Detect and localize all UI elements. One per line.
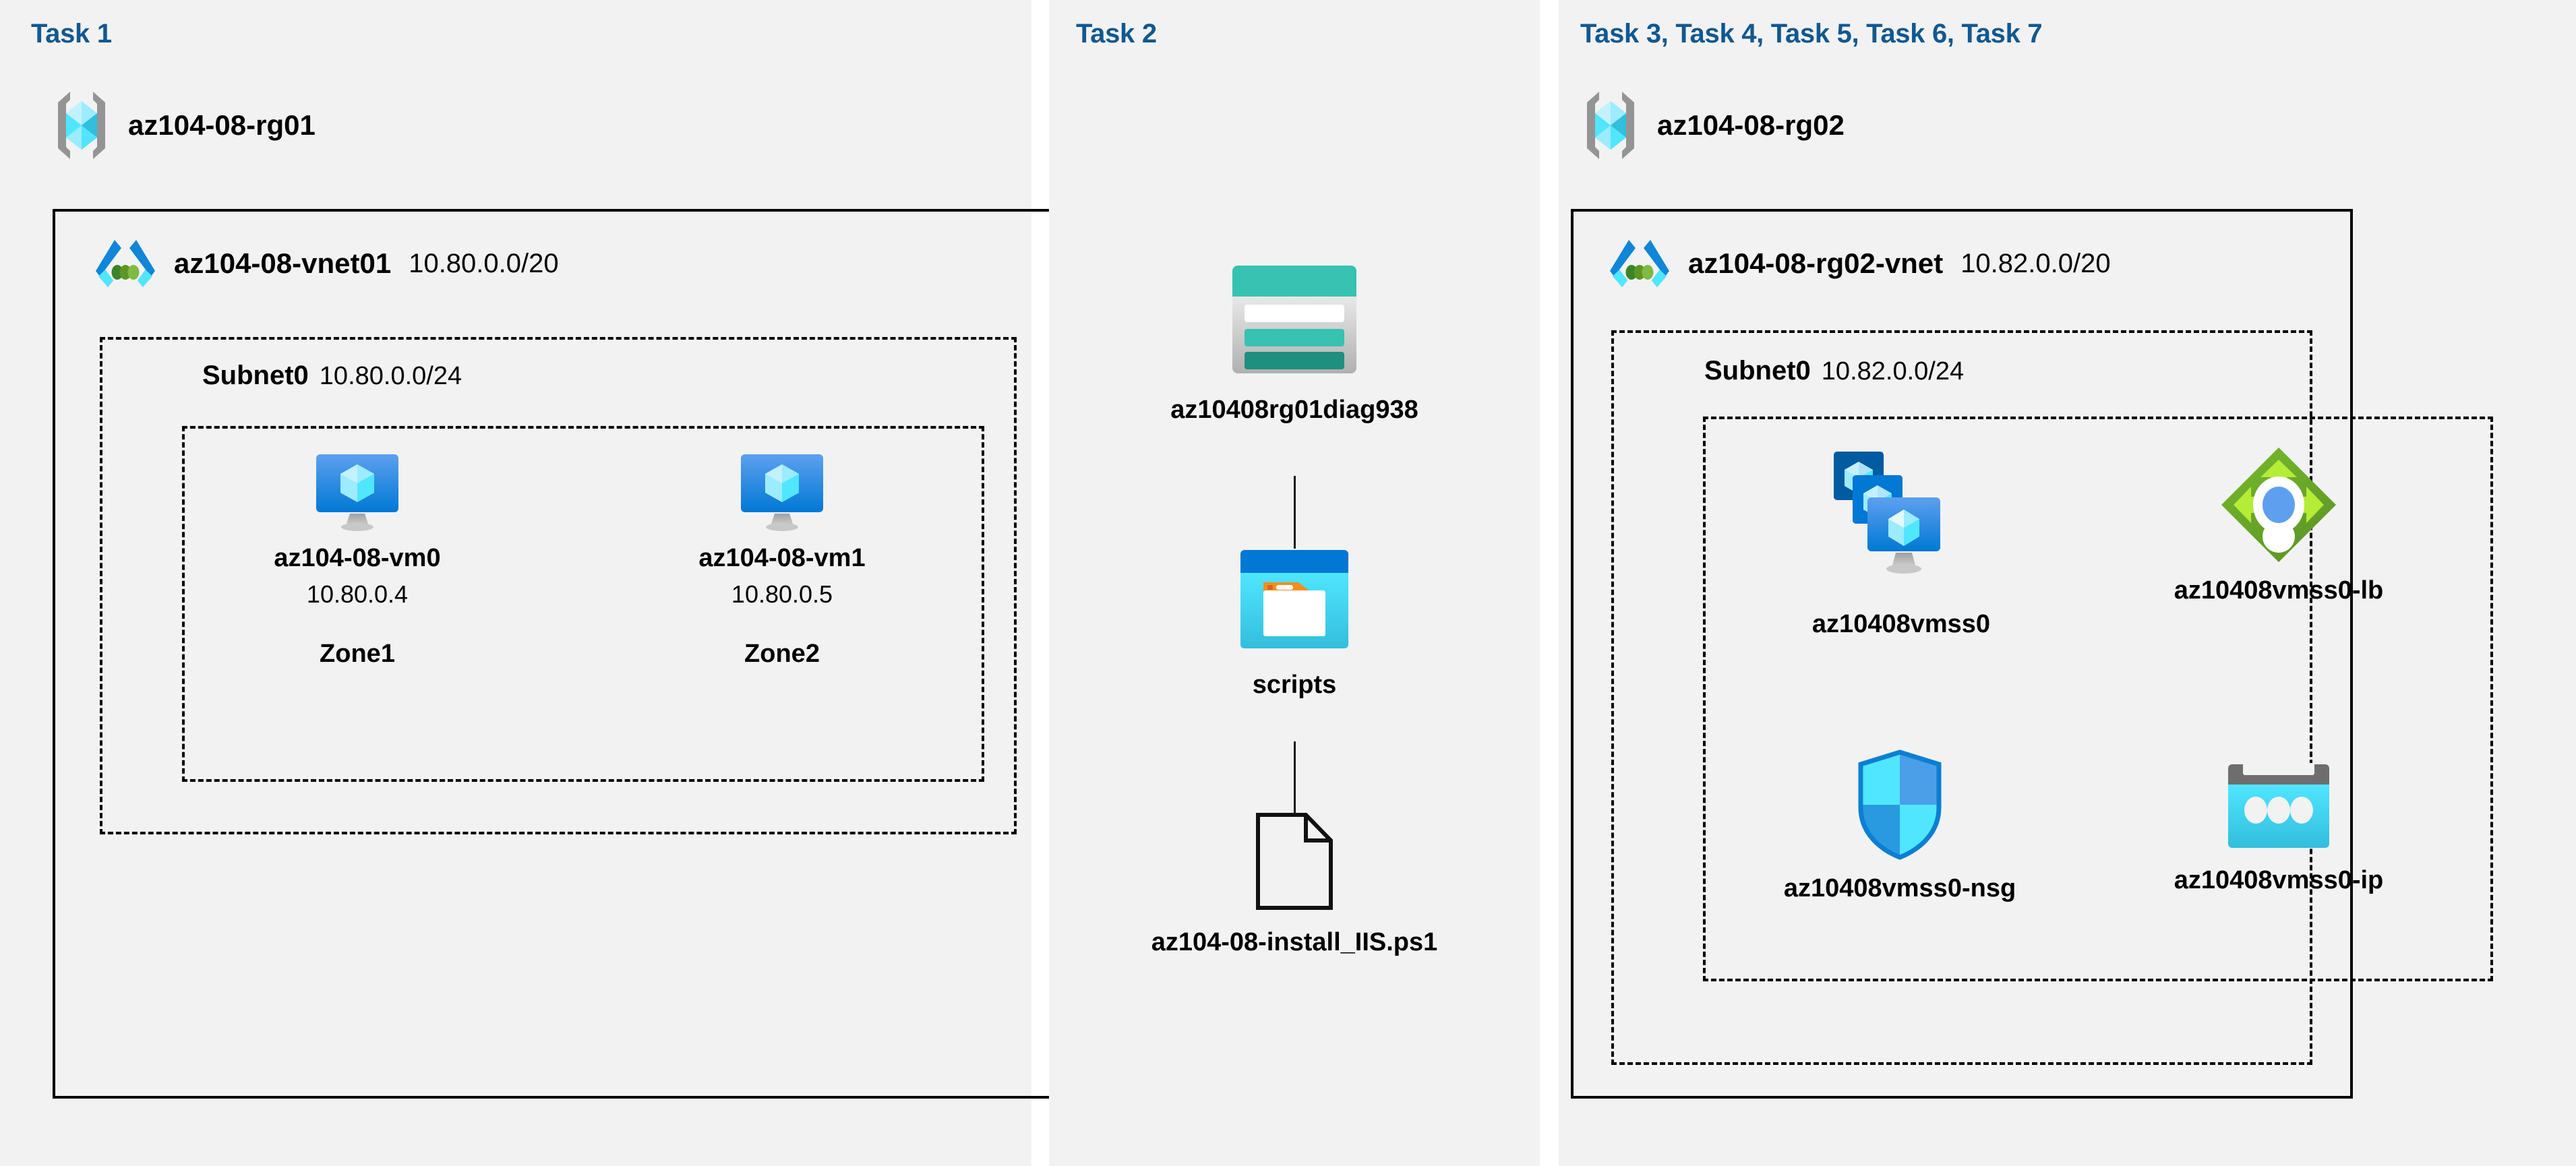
task3-resource-group-name: az104-08-rg02	[1657, 109, 1845, 141]
virtual-network-icon	[94, 237, 156, 290]
resource-group-icon	[1582, 89, 1640, 162]
task1-title: Task 1	[31, 19, 112, 49]
task3-nsg-name: az10408vmss0-nsg	[1783, 874, 2016, 902]
task3-vnet-name: az104-08-rg02-vnet	[1688, 247, 1944, 279]
connector-scripts-to-file	[1294, 741, 1296, 814]
task1-vm-group-box	[182, 426, 984, 782]
task3-resource-group: az104-08-rg02	[1582, 89, 1845, 162]
panel-task3-right	[2233, 0, 2576, 1166]
task1-vnet-name: az104-08-vnet01	[174, 247, 392, 279]
task1-subnet-cidr: 10.80.0.0/24	[319, 362, 462, 390]
task3-subnet-box	[1611, 330, 2312, 1065]
task3-subnet-header: Subnet0 10.82.0.0/24	[1704, 356, 1964, 386]
task3-vnet-header: az104-08-rg02-vnet 10.82.0.0/20	[1609, 237, 2111, 290]
panel-task1	[0, 0, 1031, 1166]
task1-vm0-name: az104-08-vm0	[274, 544, 441, 572]
virtual-network-icon	[1609, 237, 1671, 290]
task2-scripts-name: scripts	[1252, 671, 1337, 699]
panel-task3	[1559, 0, 2233, 1166]
task3-subnet-name: Subnet0	[1704, 356, 1811, 386]
task1-vm1-zone: Zone2	[744, 639, 820, 668]
load-balancer-icon	[2219, 445, 2339, 565]
node-az104-08-vm0[interactable]: az104-08-vm0 10.80.0.4 Zone1	[249, 453, 465, 669]
connector-storage-to-scripts	[1294, 476, 1296, 549]
task1-vm1-ip: 10.80.0.5	[731, 580, 833, 608]
task1-vnet-cidr: 10.80.0.0/20	[409, 248, 559, 278]
task1-resource-group: az104-08-rg01	[53, 89, 316, 162]
resource-group-icon	[53, 89, 111, 162]
node-az10408vmss0-lb[interactable]: az10408vmss0-lb	[2117, 445, 2440, 606]
node-az104-08-install-IIS-ps1[interactable]: az104-08-install_IIS.ps1	[1092, 811, 1497, 958]
virtual-machine-icon	[740, 453, 825, 532]
task1-resource-group-name: az104-08-rg01	[128, 109, 316, 141]
task1-vm0-ip: 10.80.0.4	[306, 580, 409, 608]
task2-title: Task 2	[1076, 19, 1157, 49]
task3-resource-group-box	[1703, 417, 2493, 981]
task1-vm0-zone: Zone1	[320, 639, 395, 668]
task1-subnet-box	[100, 337, 1017, 834]
storage-account-icon	[1227, 263, 1362, 379]
task3-subnet-cidr: 10.82.0.0/24	[1821, 357, 1965, 386]
public-ip-address-icon	[2224, 762, 2333, 853]
virtual-machine-icon	[315, 453, 400, 532]
network-security-group-icon	[1853, 748, 1947, 861]
node-az104-08-vm1[interactable]: az104-08-vm1 10.80.0.5 Zone2	[674, 453, 890, 669]
task1-subnet-name: Subnet0	[202, 361, 309, 390]
task1-vm1-name: az104-08-vm1	[698, 544, 866, 572]
task3-vmss-name: az10408vmss0	[1811, 610, 1991, 638]
task1-vnet-header: az104-08-vnet01 10.80.0.0/20	[94, 237, 559, 290]
node-az10408vmss0-ip[interactable]: az10408vmss0-ip	[2124, 762, 2434, 896]
node-az10408rg01diag938[interactable]: az10408rg01diag938	[1146, 263, 1443, 425]
file-icon	[1255, 811, 1334, 911]
task3-lb-name: az10408vmss0-lb	[2174, 576, 2384, 605]
node-az10408vmss0[interactable]: az10408vmss0	[1760, 445, 2043, 640]
task3-title: Task 3, Task 4, Task 5, Task 6, Task 7	[1580, 19, 2043, 49]
task2-storage-name: az10408rg01diag938	[1170, 396, 1418, 424]
node-az10408vmss0-nsg[interactable]: az10408vmss0-nsg	[1751, 748, 2048, 904]
task2-file-name: az104-08-install_IIS.ps1	[1151, 928, 1438, 956]
vm-scale-set-icon	[1834, 445, 1969, 600]
task3-ip-name: az10408vmss0-ip	[2174, 866, 2384, 894]
task3-vnet-cidr: 10.82.0.0/20	[1960, 248, 2111, 278]
task3-vnet-box	[1571, 209, 2353, 1099]
task1-subnet-header: Subnet0 10.80.0.0/24	[202, 361, 462, 391]
node-scripts[interactable]: scripts	[1187, 547, 1402, 700]
blob-container-icon	[1238, 547, 1351, 654]
